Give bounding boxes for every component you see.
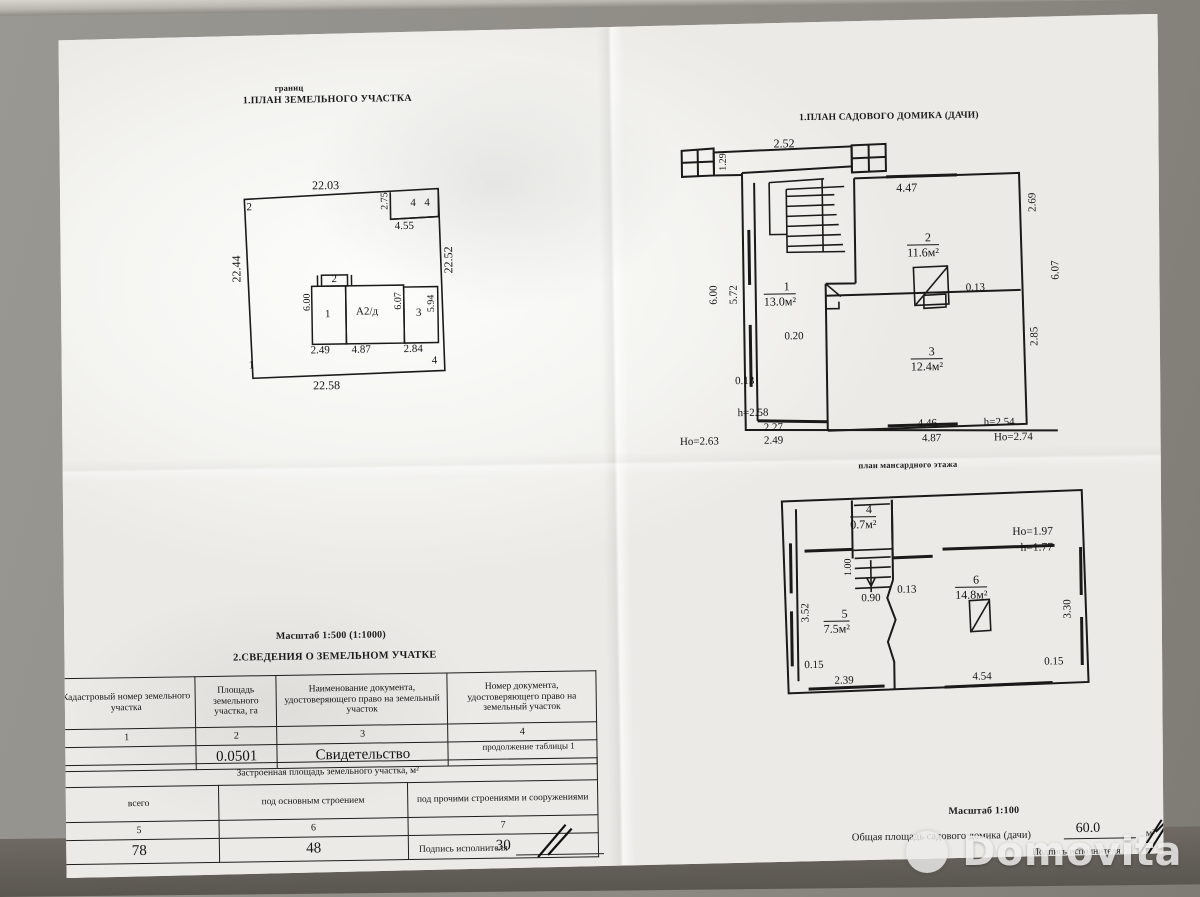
room-2-number: 2 — [924, 230, 932, 245]
th-total: всего — [59, 785, 219, 822]
building-dim-left: 6.00 — [301, 293, 313, 312]
total-area-value: 60.0 — [1075, 820, 1101, 837]
dim-bottom-487: 4.87 — [921, 432, 942, 445]
h-right: h=2.54 — [983, 416, 1015, 429]
dim-wall-013-left: 0.13 — [734, 374, 755, 388]
dim-room2-right: 2.69 — [1026, 192, 1039, 213]
attic-dim-bottom-454: 4.54 — [972, 670, 992, 683]
attic-dim-left-015: 0.15 — [804, 658, 824, 672]
td-main-value: 48 — [219, 836, 409, 863]
plot-dim-right: 22.52 — [441, 246, 456, 274]
left-signature-label: Подпись исполнителя — [418, 843, 508, 855]
dim-bottom-249: 2.49 — [763, 434, 784, 447]
land-plot-drawing: 2 4 1 4 22.03 22.58 22.44 22.52 4 4.55 2… — [224, 174, 477, 398]
th-area: Площадь земельного участка, га — [195, 675, 277, 727]
plot-title: 1.ПЛАН ЗЕМЕЛЬНОГО УЧАСТКА — [242, 92, 412, 107]
td-num-2: 2 — [195, 726, 277, 745]
annex-height: 2.75 — [379, 192, 391, 210]
th-other-buildings: под прочими строениями и сооружениями — [407, 780, 598, 818]
plot-dim-bottom: 22.58 — [312, 378, 341, 393]
table-built-area: Застроенная площадь земельного участка, … — [58, 757, 599, 865]
left-scale-label: Масштаб 1:500 (1:1000) — [275, 629, 386, 642]
left-signature-mark — [532, 820, 593, 861]
building-dim-mid: 6.07 — [392, 292, 404, 310]
table-row: Кадастровый номер земельного участка Пло… — [57, 671, 597, 730]
dim-wall-020: 0.20 — [784, 330, 804, 343]
attic-dim-right-015: 0.15 — [1044, 655, 1064, 668]
annex-label: 4 — [410, 196, 416, 209]
attic-room-6-number: 6 — [972, 572, 980, 587]
plot-dim-left: 22.44 — [229, 255, 244, 283]
attic-room-5-number: 5 — [841, 606, 848, 621]
annex-width: 4.55 — [394, 219, 415, 233]
dim-wall-013-right: 0.13 — [965, 281, 986, 294]
section-title: 2.СВЕДЕНИЯ О ЗЕМЕЛЬНОМ УЧАТКЕ — [233, 649, 437, 664]
dim-right-total: 6.07 — [1049, 260, 1062, 280]
ho-right: Ho=2.74 — [993, 430, 1033, 444]
building-main-label: А2/д — [355, 305, 379, 318]
td-total-value: 78 — [59, 838, 219, 864]
document-sheet: границ 1.ПЛАН ЗЕМЕЛЬНОГО УЧАСТКА — [52, 14, 1170, 878]
td-num-4: 4 — [448, 722, 597, 742]
building-dim-b1: 2.49 — [310, 344, 330, 357]
building-room-2: 2 — [331, 273, 338, 286]
attic-room-4-number: 4 — [865, 502, 873, 517]
attic-dim-left-height: 3.52 — [799, 603, 812, 623]
room-2-area: 11.6м² — [907, 245, 940, 260]
building-dim-b3: 2.84 — [403, 342, 423, 356]
th-doc-name: Наименование документа, удостоверяющего … — [276, 673, 448, 727]
attic-title: план мансардного этажа — [858, 458, 958, 471]
dim-bottom-446: 4.46 — [917, 417, 938, 430]
building-dim-right: 5.94 — [425, 294, 437, 313]
plot-corner-1: 1 — [248, 359, 255, 372]
attic-room-6-area: 14.8м² — [955, 587, 988, 602]
right-page: 1.ПЛАН САДОВОГО ДОМИКА (ДАЧИ) — [622, 14, 1171, 870]
ho-left: Ho=2.63 — [679, 435, 719, 448]
table-land-info: Кадастровый номер земельного участка Пло… — [56, 670, 597, 772]
dim-room2-top: 4.47 — [896, 180, 918, 195]
attic-dim-stair-width: 1.00 — [842, 558, 854, 577]
plot-corner-2: 2 — [246, 201, 253, 214]
attic-ho: Ho=1.97 — [1012, 525, 1054, 539]
dim-left-inner: 5.72 — [727, 285, 740, 305]
attic-room-5-area: 7.5м² — [823, 621, 851, 636]
plot-corner-4-top: 4 — [424, 196, 430, 209]
th-doc-number: Номер документа, удостоверяющего право н… — [447, 671, 597, 724]
attic-room-4-area: 0.7м² — [850, 517, 877, 532]
total-area-label: Общая площадь садового домика (дачи) — [851, 829, 1032, 844]
plot-corner-4-bottom: 4 — [431, 354, 438, 367]
attic-dim-right-330: 3.30 — [1061, 599, 1074, 619]
dim-top-porch: 2.52 — [773, 136, 795, 151]
house-plan-title: 1.ПЛАН САДОВОГО ДОМИКА (ДАЧИ) — [799, 110, 979, 124]
dim-bottom-227: 2.27 — [763, 421, 784, 434]
building-room-1: 1 — [324, 308, 331, 321]
building-dim-b2: 4.87 — [351, 343, 371, 356]
dim-porch-depth: 1.29 — [717, 153, 729, 171]
attic-dim-bottom-239: 2.39 — [834, 674, 854, 687]
attic-h: h=1.77 — [1020, 541, 1054, 554]
attic-floor-drawing: 4 0.7м² 5 7.5м² 6 14.8м² 1.00 0.90 0.13 … — [764, 477, 1097, 712]
continuation-note: продолжение таблицы 1 — [482, 740, 575, 752]
th-cadastral: Кадастровый номер земельного участка — [57, 677, 196, 730]
room-3-number: 3 — [928, 344, 935, 359]
plot-dim-top: 22.03 — [311, 178, 340, 193]
td-num-1: 1 — [58, 728, 196, 748]
room-3-area: 12.4м² — [910, 359, 944, 374]
room-1-area: 13.0м² — [763, 294, 797, 309]
h-left: h=2.58 — [737, 406, 769, 420]
ground-floor-drawing: 2.52 1.29 4.47 2.69 6.07 2.85 0.13 6.00 … — [673, 130, 1058, 446]
left-page: границ 1.ПЛАН ЗЕМЕЛЬНОГО УЧАСТКА — [52, 22, 625, 878]
dim-left-total: 6.00 — [707, 285, 720, 305]
th-main-building: под основным строением — [218, 783, 408, 821]
attic-dim-013: 0.13 — [897, 583, 917, 596]
plot-header-small: границ — [274, 82, 304, 93]
td-num-5: 5 — [59, 820, 219, 840]
room-1-number: 1 — [783, 279, 790, 294]
building-room-3: 3 — [415, 306, 422, 319]
attic-dim-stair-bottom: 0.90 — [861, 592, 881, 605]
dim-room3-right: 2.85 — [1028, 326, 1041, 347]
right-scale-label: Масштаб 1:100 — [948, 804, 1020, 818]
